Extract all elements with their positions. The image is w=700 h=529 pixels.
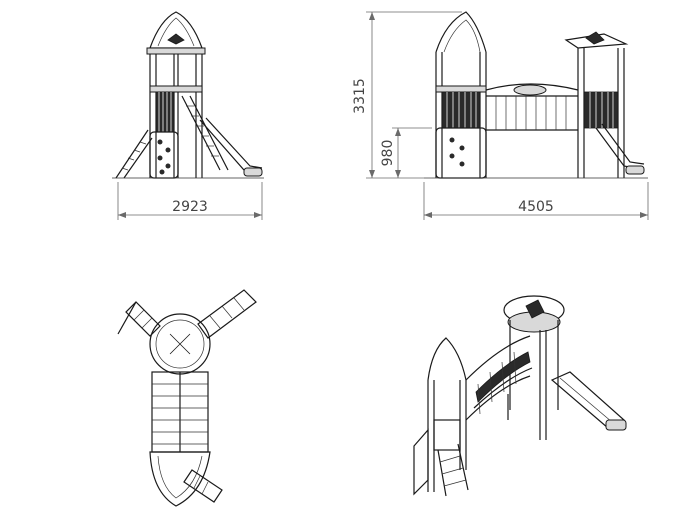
front-width-label: 2923	[172, 199, 208, 215]
platform-height-dimension	[392, 127, 432, 178]
front-view	[112, 11, 264, 179]
total-height-label: 3315	[352, 78, 368, 114]
isometric-view	[413, 295, 627, 497]
platform-height-label: 980	[380, 140, 396, 167]
top-view	[117, 289, 257, 507]
side-width-label: 4505	[518, 199, 554, 215]
front-width-dimension	[117, 182, 263, 220]
total-height-dimension	[366, 11, 462, 179]
side-width-dimension	[423, 182, 649, 220]
side-view	[424, 11, 648, 179]
